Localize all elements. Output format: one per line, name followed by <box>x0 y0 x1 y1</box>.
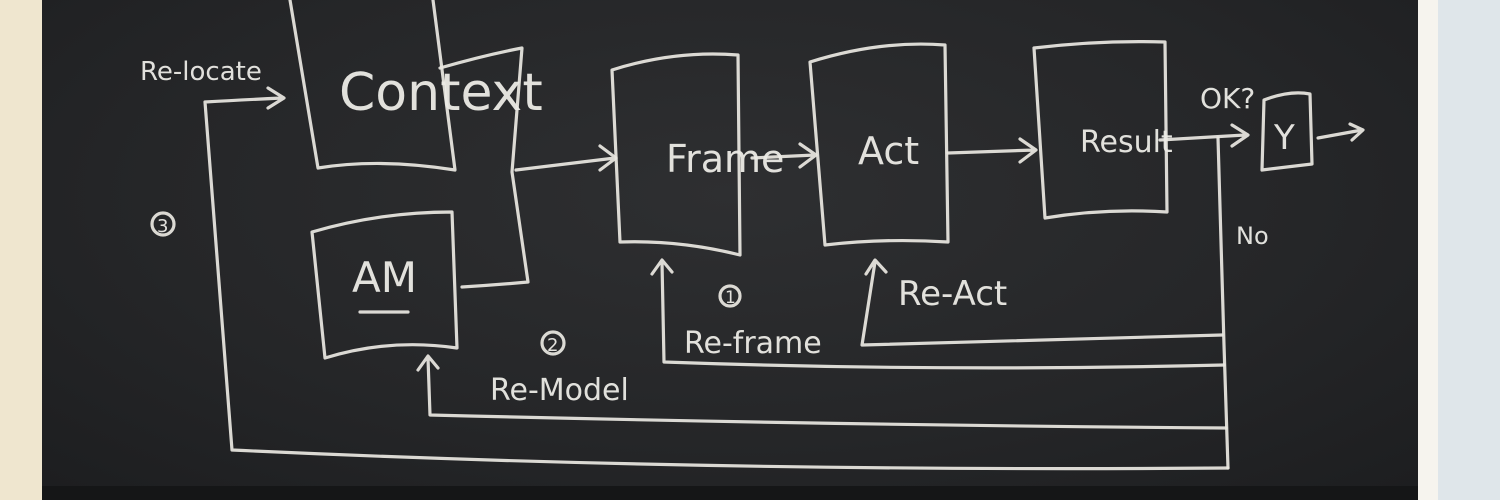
am-box <box>310 210 459 360</box>
wall-right <box>1438 0 1500 500</box>
context-box <box>288 0 457 172</box>
relocate-label: Re-locate <box>140 57 262 87</box>
remodel-label: Re-Model <box>490 373 629 408</box>
relocate-loop <box>203 86 1230 471</box>
chalkboard <box>42 0 1418 486</box>
loop-3-number: 3 <box>157 216 168 237</box>
frame-box <box>610 52 742 257</box>
react-loop <box>860 258 1224 347</box>
context-label: Context <box>339 63 543 123</box>
frame-label: Frame <box>666 137 784 181</box>
remodel-loop <box>416 354 1228 430</box>
no-branch-line <box>1216 136 1230 470</box>
act-to-result-arrow <box>946 137 1038 164</box>
result-to-decision-arrow <box>1158 123 1250 148</box>
reframe-label: Re-frame <box>684 326 822 361</box>
no-branch-label: No <box>1236 222 1269 250</box>
act-label: Act <box>858 129 919 173</box>
board-frame <box>1418 0 1440 500</box>
react-label: Re-Act <box>898 274 1007 314</box>
reframe-loop <box>650 258 1226 370</box>
bracket-to-frame-arrow <box>514 144 618 172</box>
y-box <box>1260 91 1314 172</box>
decision-label: OK? <box>1200 82 1255 115</box>
loop-1-number: 1 <box>725 288 736 308</box>
act-box <box>808 42 950 247</box>
y-out-arrow <box>1316 122 1365 142</box>
result-label: Result <box>1080 125 1173 160</box>
result-box <box>1032 40 1169 220</box>
loop-2-circle <box>540 330 566 356</box>
chalk-tray <box>42 486 1418 500</box>
am-label: AM <box>352 253 417 302</box>
loop-3-circle <box>150 211 176 237</box>
loop-2-number: 2 <box>547 335 558 356</box>
loop-1-circle <box>718 284 742 308</box>
wall-left <box>0 0 42 500</box>
context-am-bracket <box>438 46 530 289</box>
frame-to-act-arrow <box>750 142 818 169</box>
y-label: Y <box>1273 118 1295 158</box>
